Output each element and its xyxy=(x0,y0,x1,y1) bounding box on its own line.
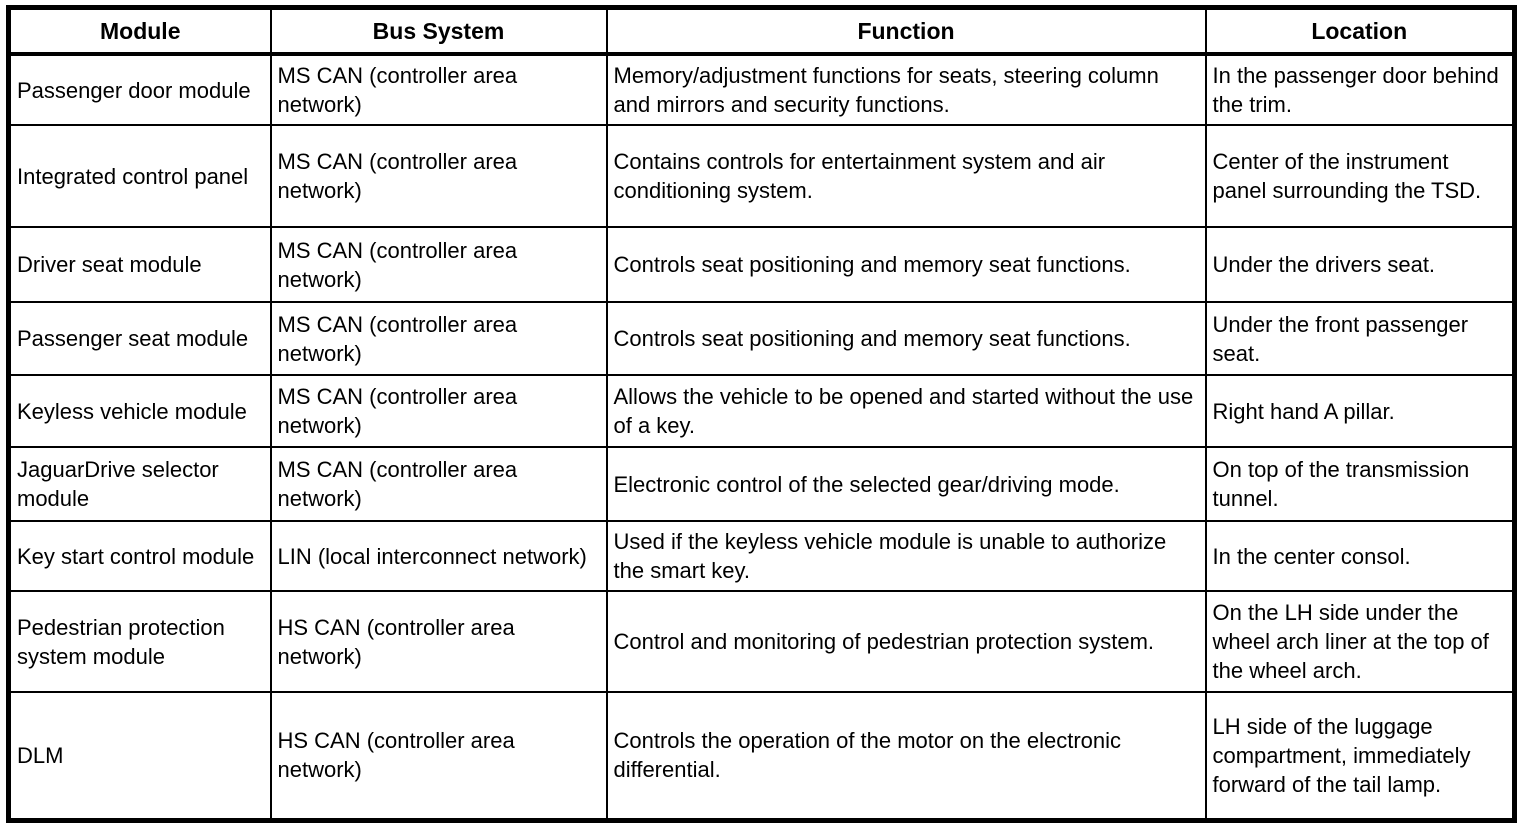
cell-function: Electronic control of the selected gear/… xyxy=(605,446,1207,522)
cell-module: Keyless vehicle module xyxy=(7,374,272,448)
table-row: JaguarDrive selector module MS CAN (cont… xyxy=(7,446,1516,522)
cell-location: On the LH side under the wheel arch line… xyxy=(1204,590,1516,693)
cell-bus-system: MS CAN (controller area network) xyxy=(269,301,608,376)
table-row: Passenger seat module MS CAN (controller… xyxy=(7,301,1516,376)
cell-bus-system: MS CAN (controller area network) xyxy=(269,446,608,522)
cell-location: Under the drivers seat. xyxy=(1204,226,1516,303)
table-row: Keyless vehicle module MS CAN (controlle… xyxy=(7,374,1516,448)
cell-location: In the passenger door behind the trim. xyxy=(1204,53,1516,126)
cell-function: Control and monitoring of pedestrian pro… xyxy=(605,590,1207,693)
table-row: DLM HS CAN (controller area network) Con… xyxy=(7,691,1516,821)
cell-module: Passenger seat module xyxy=(7,301,272,376)
cell-function: Memory/adjustment functions for seats, s… xyxy=(605,53,1207,126)
cell-function: Used if the keyless vehicle module is un… xyxy=(605,520,1207,592)
cell-location: On top of the transmission tunnel. xyxy=(1204,446,1516,522)
cell-location: In the center consol. xyxy=(1204,520,1516,592)
cell-location: Right hand A pillar. xyxy=(1204,374,1516,448)
cell-module: JaguarDrive selector module xyxy=(7,446,272,522)
column-header-function: Function xyxy=(605,6,1207,56)
cell-module: Key start control module xyxy=(7,520,272,592)
table-row: Driver seat module MS CAN (controller ar… xyxy=(7,226,1516,303)
cell-location: LH side of the luggage compartment, imme… xyxy=(1204,691,1516,821)
cell-location: Center of the instrument panel surroundi… xyxy=(1204,124,1516,228)
cell-function: Controls seat positioning and memory sea… xyxy=(605,226,1207,303)
cell-module: Pedestrian protection system module xyxy=(7,590,272,693)
cell-module: DLM xyxy=(7,691,272,821)
cell-location: Under the front passenger seat. xyxy=(1204,301,1516,376)
table-row: Key start control module LIN (local inte… xyxy=(7,520,1516,592)
cell-bus-system: MS CAN (controller area network) xyxy=(269,374,608,448)
cell-bus-system: MS CAN (controller area network) xyxy=(269,124,608,228)
module-table: Module Bus System Function Location Pass… xyxy=(6,5,1517,823)
cell-function: Controls the operation of the motor on t… xyxy=(605,691,1207,821)
cell-function: Controls seat positioning and memory sea… xyxy=(605,301,1207,376)
cell-module: Integrated control panel xyxy=(7,124,272,228)
cell-function: Contains controls for entertainment syst… xyxy=(605,124,1207,228)
table-row: Integrated control panel MS CAN (control… xyxy=(7,124,1516,228)
table-row: Passenger door module MS CAN (controller… xyxy=(7,53,1516,126)
cell-module: Driver seat module xyxy=(7,226,272,303)
table-header-row: Module Bus System Function Location xyxy=(7,6,1516,56)
cell-bus-system: MS CAN (controller area network) xyxy=(269,53,608,126)
column-header-module: Module xyxy=(7,6,272,56)
cell-bus-system: HS CAN (controller area network) xyxy=(269,590,608,693)
cell-bus-system: MS CAN (controller area network) xyxy=(269,226,608,303)
cell-bus-system: HS CAN (controller area network) xyxy=(269,691,608,821)
cell-module: Passenger door module xyxy=(7,53,272,126)
cell-bus-system: LIN (local interconnect network) xyxy=(269,520,608,592)
table-row: Pedestrian protection system module HS C… xyxy=(7,590,1516,693)
column-header-location: Location xyxy=(1204,6,1516,56)
column-header-bus-system: Bus System xyxy=(269,6,608,56)
cell-function: Allows the vehicle to be opened and star… xyxy=(605,374,1207,448)
